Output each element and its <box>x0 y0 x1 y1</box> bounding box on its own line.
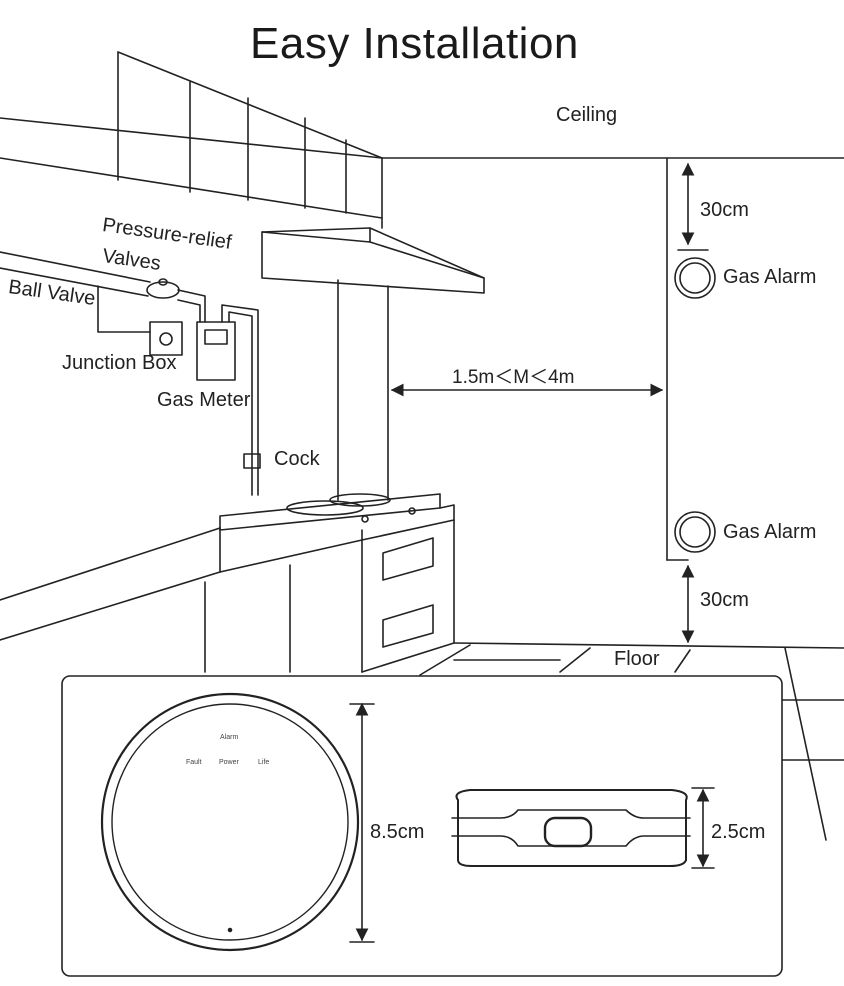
life-led-label: Life <box>258 759 270 766</box>
gas-alarm-top-label: Gas Alarm <box>723 266 817 288</box>
walls <box>381 157 844 561</box>
cock-label: Cock <box>274 448 320 470</box>
top-gap-label: 30cm <box>700 199 749 221</box>
distance-label: 1.5m＜M＜4m <box>452 367 575 388</box>
dimension-arrows <box>390 162 709 644</box>
gas-alarm-bottom-label: Gas Alarm <box>723 521 817 543</box>
junction-box-label: Junction Box <box>62 352 177 374</box>
gas-meter-label: Gas Meter <box>157 389 251 411</box>
floor-label: Floor <box>614 648 660 670</box>
detector-side-view <box>451 787 715 869</box>
range-hood <box>261 227 485 501</box>
alarm-led-label: Alarm <box>220 734 239 741</box>
upper-cabinets <box>0 51 383 229</box>
bottom-gap-label: 30cm <box>700 589 749 611</box>
gas-stove <box>219 493 441 531</box>
wall-alarms <box>674 257 716 553</box>
detector-top-view <box>100 692 375 952</box>
floor-lines <box>419 642 844 841</box>
diameter-label: 8.5cm <box>370 821 425 843</box>
gas-pipes <box>0 251 261 496</box>
page-title: Easy Installation <box>250 19 579 68</box>
ceiling-label: Ceiling <box>556 104 618 126</box>
height-label: 2.5cm <box>711 821 766 843</box>
device-detail-panel <box>61 675 783 977</box>
power-led-label: Power <box>219 759 239 766</box>
counter-cabinets <box>0 504 455 673</box>
fault-led-label: Fault <box>186 759 202 766</box>
